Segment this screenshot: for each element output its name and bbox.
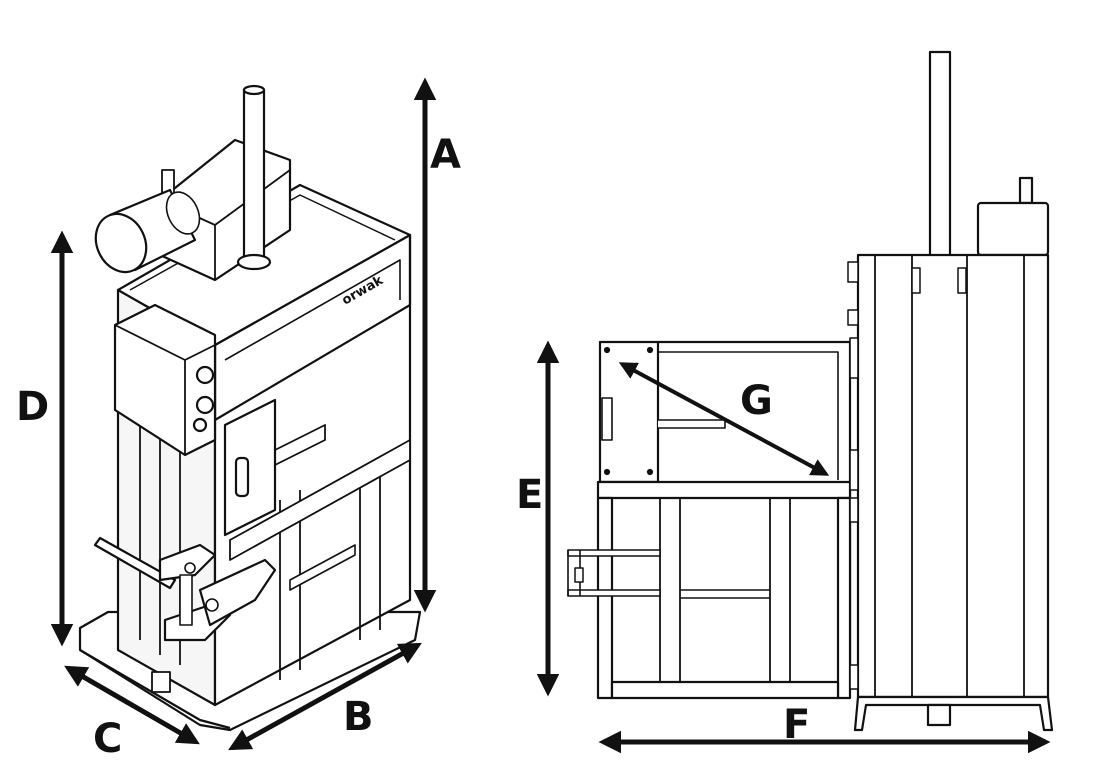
door-handle-icon <box>234 456 250 498</box>
control-box <box>113 303 217 457</box>
control-knob-icon <box>195 365 215 385</box>
dimension-label-c: C <box>93 716 122 762</box>
dimension-label-b: B <box>343 694 374 740</box>
dimension-label-d: D <box>16 384 49 430</box>
dimension-label-g: G <box>740 378 773 424</box>
main-body <box>856 253 1050 699</box>
dimension-arrows <box>50 77 1051 754</box>
piston-rod-side <box>928 50 952 259</box>
dimension-label-a: A <box>430 132 461 178</box>
arrow-g <box>618 362 830 476</box>
piston-rod <box>242 88 266 262</box>
dimension-label-e: E <box>516 472 543 518</box>
locking-arm <box>93 536 177 590</box>
door <box>223 398 277 537</box>
isometric-view: orwak <box>78 84 422 732</box>
arrow-b <box>228 642 422 751</box>
control-knob-icon <box>195 395 215 415</box>
arrow-c <box>64 665 200 745</box>
dimension-label-f: F <box>783 702 810 748</box>
side-view <box>567 50 1054 732</box>
